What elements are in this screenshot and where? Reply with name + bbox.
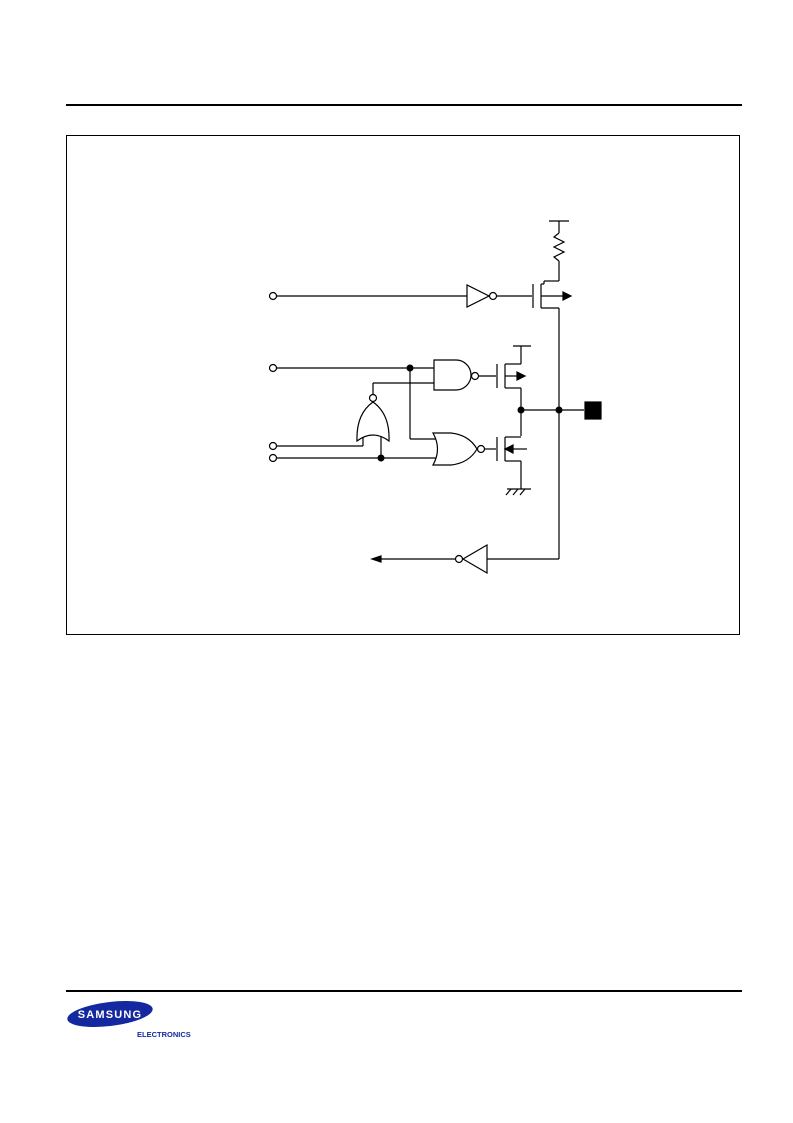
pmos-transistor <box>496 345 531 389</box>
nor-gate-small <box>356 393 390 443</box>
nor-gate <box>431 432 486 466</box>
header-rule <box>66 104 742 106</box>
pin-pad <box>584 401 602 420</box>
nmos-transistor <box>496 436 527 489</box>
input-terminal-1 <box>268 291 278 301</box>
nand-gate <box>433 359 480 391</box>
logo-subline: ELECTRONICS <box>137 1030 191 1039</box>
pullup-pmos-transistor <box>532 281 573 309</box>
io-circuit-schematic <box>268 220 602 575</box>
input-terminal-3 <box>268 441 278 451</box>
ground-symbol <box>505 488 531 496</box>
samsung-logo: SAMSUNG ELECTRONICS <box>67 1000 191 1039</box>
logo-wordmark: SAMSUNG <box>78 1009 143 1021</box>
input-terminal-4 <box>268 453 278 463</box>
arrowhead-left-icon <box>370 555 382 563</box>
pull-up-resistor <box>544 220 569 282</box>
footer-rule <box>66 990 742 992</box>
figure-frame <box>66 135 740 635</box>
logo-ellipse <box>67 1000 153 1028</box>
input-terminal-2 <box>268 363 278 373</box>
inverter-triangle <box>466 284 498 308</box>
input-buffer <box>454 543 488 575</box>
